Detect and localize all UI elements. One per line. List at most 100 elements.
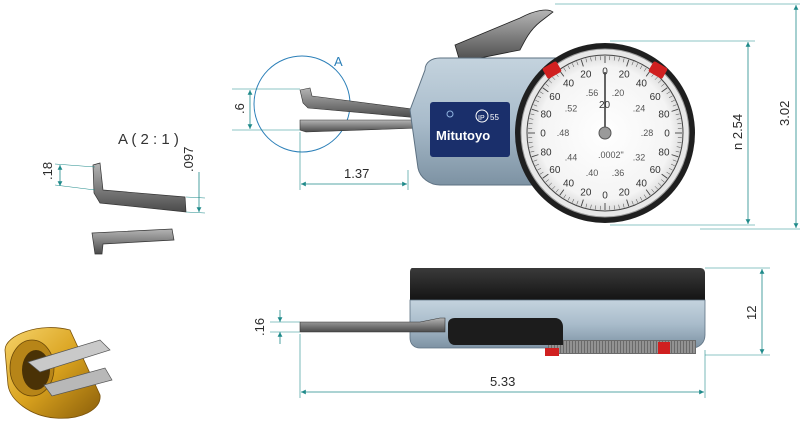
dim-jaw-length: 1.37 — [344, 166, 369, 181]
dim-dial-diameter: n 2.54 — [730, 114, 745, 150]
dim-body-thickness: 12 — [744, 306, 759, 320]
dial-tick — [542, 173, 549, 179]
dial-tick — [631, 200, 634, 205]
dial-tick — [626, 199, 630, 207]
dial-tick — [528, 141, 533, 143]
dial-needle-hub — [598, 126, 612, 140]
dial-tick — [571, 63, 575, 68]
dial-outer-label: 40 — [636, 78, 648, 89]
dial-tick — [576, 61, 579, 66]
dial-tick — [677, 123, 682, 125]
dial-outer-label: 20 — [580, 187, 592, 198]
dial-tick — [533, 104, 538, 107]
dial-ticks — [528, 56, 682, 210]
dial-tick — [552, 186, 556, 190]
dial-tick — [672, 159, 677, 162]
dial-outer-label: 20 — [580, 70, 592, 81]
dial-tick — [531, 154, 539, 158]
dial-outer-label: 0 — [664, 129, 670, 140]
dial-tick — [651, 189, 655, 193]
dial-outer-label: 20 — [619, 70, 631, 81]
detail-lower-tip — [91, 228, 175, 255]
dial-tick — [555, 189, 559, 193]
dial-tick — [643, 67, 647, 72]
dial-tick — [661, 179, 665, 183]
dial-inner-label: .40 — [586, 168, 599, 178]
dial-tick — [643, 194, 647, 199]
dial-outer-label: 40 — [563, 78, 575, 89]
dial-inner-label: .56 — [586, 88, 599, 98]
dial-outer-label: 0 — [602, 191, 608, 202]
dial-outer-label: 80 — [658, 109, 670, 120]
dial-outer-label: 60 — [650, 92, 662, 103]
dial-tick — [533, 159, 538, 162]
limit-stop-left — [542, 61, 562, 79]
dial-tick — [668, 167, 673, 171]
illustration-upper-jaw — [27, 339, 111, 373]
dial-tick — [539, 91, 544, 95]
dial-inner-scale: .20.24.28.32.36.40.44.48.52.56 — [557, 88, 654, 178]
dial-tick — [528, 123, 533, 125]
dial-tick — [537, 95, 542, 99]
illustration-lower-jaw — [43, 367, 113, 397]
side-jaw — [299, 317, 446, 333]
dial-unit: .0002" — [598, 150, 624, 160]
dial-tick — [531, 108, 539, 112]
dial-tick — [675, 113, 680, 116]
dial-outer-label: 0 — [540, 129, 546, 140]
dial-inner-label: .48 — [557, 128, 570, 138]
dial-tick — [539, 171, 544, 175]
dial-tick — [576, 200, 579, 205]
ip-rating-icon — [475, 109, 489, 123]
dial-tick — [542, 87, 549, 93]
ip-rating-prefix: IP — [478, 115, 485, 122]
dial-tick — [639, 65, 643, 70]
dial-tick — [677, 141, 682, 143]
dial-tick — [661, 83, 665, 87]
dial-tick — [530, 150, 535, 153]
dial-tick — [545, 179, 549, 183]
limit-stop-right — [648, 61, 668, 79]
detail-title: A ( 2 : 1 ) — [118, 131, 179, 148]
dial-tick — [563, 67, 567, 72]
dial-tick — [661, 173, 668, 179]
dial-tick — [618, 57, 620, 62]
dial-inner-label: .52 — [565, 103, 578, 113]
dial-tick — [530, 113, 535, 116]
side-lever — [448, 318, 563, 345]
dial-tick — [645, 189, 651, 196]
dial-tick — [529, 146, 534, 148]
dial-tick — [595, 56, 597, 61]
dial-tick — [595, 205, 597, 210]
dial-tick — [580, 59, 584, 67]
dial-tick — [548, 182, 552, 186]
dial-tick — [552, 76, 556, 80]
dial-outer-label: 40 — [563, 179, 575, 190]
dim-overall-height: 3.02 — [777, 101, 792, 126]
dial-tick — [672, 104, 677, 107]
dial-tick — [548, 80, 552, 84]
dial-outer-scale: 020406080080604020020406080080604020 — [540, 67, 670, 202]
dial-tick — [661, 87, 668, 93]
dial-tick — [622, 203, 625, 208]
detail-callout-letter: A — [334, 54, 343, 69]
side-limit-stop-left — [545, 348, 559, 356]
usage-illustration — [4, 327, 113, 419]
dial-outer-label: 60 — [650, 165, 662, 176]
lever-handle — [454, 9, 554, 63]
dial-tick — [535, 99, 540, 103]
dial-tick — [559, 189, 565, 196]
dial-tick — [670, 163, 675, 167]
upper-jaw — [299, 87, 421, 119]
dial-outer-label: 80 — [658, 148, 670, 159]
dial-inner-label: .24 — [633, 103, 646, 113]
brand-dot-icon — [446, 110, 454, 118]
lower-jaw — [299, 119, 421, 133]
dial-tick — [658, 80, 662, 84]
dial-inner-label: .36 — [612, 168, 625, 178]
dial-tick — [635, 63, 639, 68]
dial-outer-label: 20 — [619, 187, 631, 198]
dial-tick — [613, 56, 615, 61]
dial-outer-label: 80 — [540, 109, 552, 120]
